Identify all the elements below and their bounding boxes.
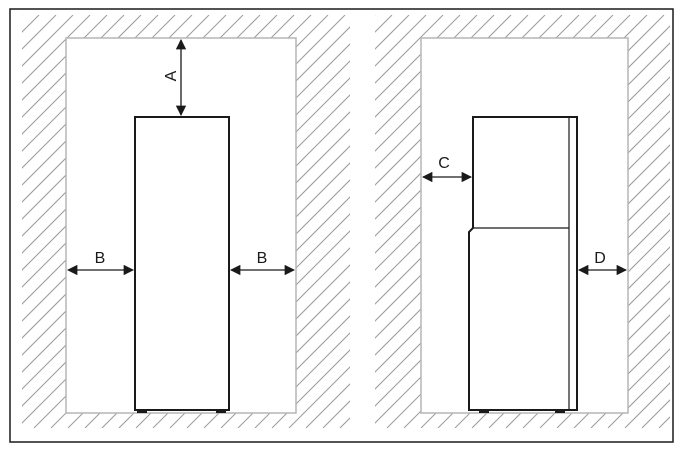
unit-front — [134, 116, 230, 411]
hatch-line — [624, 15, 670, 428]
hatch-line — [676, 15, 684, 428]
hatch-line — [22, 15, 23, 428]
hatch-line — [22, 15, 40, 428]
unit-side-foot-right — [555, 410, 565, 413]
hatch-line — [375, 15, 461, 428]
front-view: A B B — [22, 15, 350, 428]
label-c: C — [438, 155, 450, 172]
hatch-line — [641, 15, 670, 428]
side-view: C D — [375, 15, 684, 428]
hatch-line — [590, 15, 670, 428]
hatch-line — [254, 15, 350, 428]
unit-side — [468, 116, 578, 411]
hatch-line — [573, 15, 670, 428]
hatch-line — [658, 15, 670, 428]
label-b-right: B — [257, 250, 268, 267]
label-a: A — [163, 70, 180, 81]
unit-side-foot-left — [479, 410, 489, 413]
hatch-line — [237, 15, 350, 428]
unit-front-foot-left — [137, 410, 147, 413]
unit-front-foot-right — [216, 410, 226, 413]
hatch-line — [375, 15, 478, 428]
label-d: D — [594, 250, 606, 267]
hatch-line — [22, 15, 125, 428]
label-b-left: B — [95, 250, 106, 267]
figure-frame — [9, 8, 674, 443]
hatch-line — [22, 15, 108, 428]
hatch-line — [271, 15, 350, 428]
